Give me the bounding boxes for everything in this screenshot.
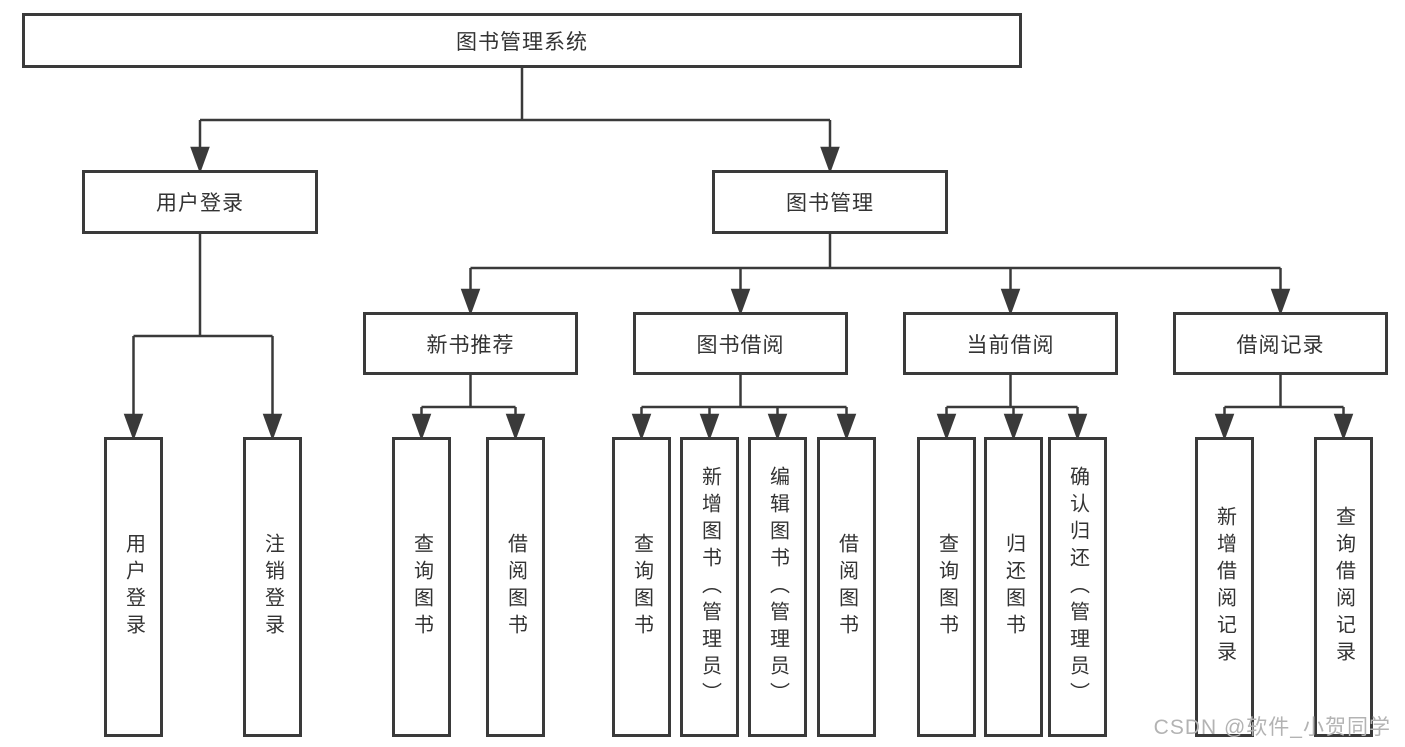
- watermark: CSDN @软件_小贺同学: [1153, 716, 1391, 739]
- node-label: 查询图书: [935, 533, 958, 641]
- arrowhead-icon: [1067, 413, 1088, 441]
- arrowhead-icon: [1270, 288, 1291, 316]
- node-label: 查询借阅记录: [1332, 506, 1355, 668]
- node-label: 借阅记录: [1236, 333, 1325, 357]
- leaf-query-books-recommend: 查询图书: [392, 437, 451, 737]
- node-label: 新增图书（管理员）: [698, 465, 721, 709]
- node-label: 借阅图书: [835, 533, 858, 641]
- arrowhead-icon: [505, 413, 526, 441]
- arrowhead-icon: [820, 146, 840, 174]
- arrowhead-icon: [1214, 413, 1235, 441]
- arrowhead-icon: [767, 413, 788, 441]
- node-label: 图书管理: [786, 192, 874, 215]
- node-label: 新书推荐: [426, 333, 515, 357]
- arrowhead-icon: [1333, 413, 1354, 441]
- arrowhead-icon: [262, 413, 283, 441]
- arrowhead-icon: [730, 288, 751, 316]
- leaf-confirm-return-admin: 确认归还（管理员）: [1048, 437, 1107, 737]
- arrowhead-icon: [836, 413, 857, 441]
- leaf-borrow-books-borrowing: 借阅图书: [817, 437, 876, 737]
- node-label: 注销登录: [261, 533, 284, 641]
- node-label: 借阅图书: [504, 533, 527, 641]
- arrowhead-icon: [1003, 413, 1024, 441]
- node-label: 新增借阅记录: [1213, 506, 1236, 668]
- leaf-query-books-current: 查询图书: [917, 437, 976, 737]
- node-book-management-system: 图书管理系统: [22, 13, 1022, 68]
- node-borrowing-records: 借阅记录: [1173, 312, 1388, 375]
- arrowhead-icon: [936, 413, 957, 441]
- leaf-edit-book-admin: 编辑图书（管理员）: [748, 437, 807, 737]
- node-current-borrowing: 当前借阅: [903, 312, 1118, 375]
- leaf-add-borrow-record: 新增借阅记录: [1195, 437, 1254, 737]
- node-book-borrowing: 图书借阅: [633, 312, 848, 375]
- leaf-query-books-borrowing: 查询图书: [612, 437, 671, 737]
- node-label: 用户登录: [156, 192, 244, 215]
- arrowhead-icon: [631, 413, 652, 441]
- node-label: 当前借阅: [966, 333, 1055, 357]
- node-label: 编辑图书（管理员）: [766, 465, 789, 709]
- arrowhead-icon: [411, 413, 432, 441]
- leaf-add-book-admin: 新增图书（管理员）: [680, 437, 739, 737]
- node-label: 归还图书: [1002, 533, 1025, 641]
- node-user-login: 用户登录: [82, 170, 318, 234]
- arrowhead-icon: [123, 413, 144, 441]
- node-label: 确认归还（管理员）: [1066, 465, 1089, 709]
- node-new-book-recommend: 新书推荐: [363, 312, 578, 375]
- node-label: 用户登录: [122, 533, 145, 641]
- leaf-logout: 注销登录: [243, 437, 302, 737]
- node-label: 图书管理系统: [456, 30, 588, 54]
- arrowhead-icon: [190, 146, 210, 174]
- node-book-management: 图书管理: [712, 170, 948, 234]
- node-label: 图书借阅: [696, 333, 785, 357]
- arrowhead-icon: [1000, 288, 1021, 316]
- leaf-borrow-books-recommend: 借阅图书: [486, 437, 545, 737]
- arrowhead-icon: [699, 413, 720, 441]
- leaf-query-borrow-record: 查询借阅记录: [1314, 437, 1373, 737]
- leaf-return-book: 归还图书: [984, 437, 1043, 737]
- node-label: 查询图书: [630, 533, 653, 641]
- leaf-user-login: 用户登录: [104, 437, 163, 737]
- node-label: 查询图书: [410, 533, 433, 641]
- arrowhead-icon: [460, 288, 481, 316]
